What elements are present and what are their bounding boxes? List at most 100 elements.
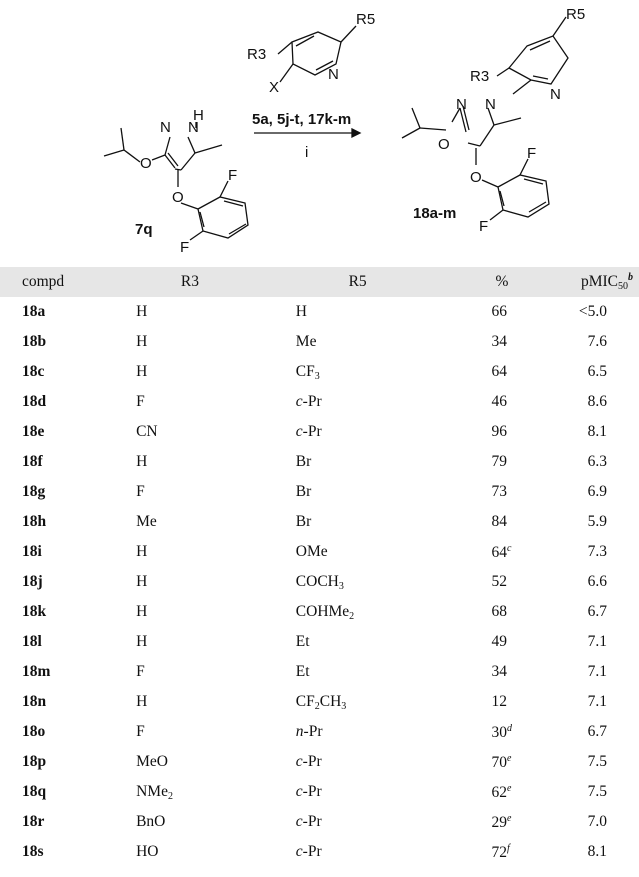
product-f1: F bbox=[527, 145, 536, 162]
cell-compd: 18e bbox=[22, 423, 45, 440]
cell-compd: 18n bbox=[22, 693, 47, 710]
cell-pmic: 6.7 bbox=[587, 603, 607, 620]
cell-compd: 18m bbox=[22, 663, 51, 680]
cell-pmic: 7.6 bbox=[587, 333, 607, 350]
header-compd: compd bbox=[22, 273, 65, 290]
atom-f1: F bbox=[228, 167, 237, 184]
atom-h: H bbox=[193, 107, 204, 124]
cell-r5: Me bbox=[295, 333, 317, 350]
cell-r3: NMe2 bbox=[136, 782, 173, 802]
cell-r5: Et bbox=[295, 633, 310, 650]
reagent-n: N bbox=[328, 66, 339, 83]
atom-f2: F bbox=[180, 239, 189, 256]
product-f2: F bbox=[479, 218, 488, 235]
cell-compd: 18h bbox=[22, 513, 47, 530]
cell-r3: MeO bbox=[136, 753, 168, 770]
cell-r3: H bbox=[136, 633, 148, 650]
cell-yield: 84 bbox=[491, 513, 507, 530]
table-row: 18h Me Br 84 5.9 bbox=[0, 507, 639, 537]
cell-pmic: 7.1 bbox=[587, 663, 607, 680]
cell-pmic: 7.1 bbox=[587, 633, 607, 650]
cell-compd: 18j bbox=[22, 573, 43, 590]
cell-compd: 18p bbox=[22, 753, 47, 770]
atom-o2: O bbox=[172, 189, 184, 206]
cell-r3: BnO bbox=[136, 813, 166, 830]
cell-compd: 18c bbox=[22, 363, 45, 380]
cell-pmic: 5.9 bbox=[587, 513, 607, 530]
cell-r5: n-Pr bbox=[295, 723, 323, 740]
cell-pmic: 6.3 bbox=[587, 453, 607, 470]
cell-r5: c-Pr bbox=[295, 783, 322, 800]
product-o1: O bbox=[438, 136, 450, 153]
cell-yield: 52 bbox=[491, 573, 507, 590]
cell-r3: Me bbox=[136, 513, 157, 530]
reagent-r5: R5 bbox=[356, 11, 375, 28]
reaction-scheme: N N H O O F F 7q R5 R3 N X 5a, 5j-t, 17k… bbox=[103, 6, 585, 256]
cell-pmic: 6.5 bbox=[587, 363, 607, 380]
cell-r3: F bbox=[136, 723, 145, 740]
cell-r3: H bbox=[136, 303, 148, 320]
cell-yield: 49 bbox=[491, 633, 507, 650]
cell-compd: 18k bbox=[22, 603, 47, 620]
cell-pmic: 8.1 bbox=[587, 423, 607, 440]
cell-yield: 46 bbox=[491, 393, 507, 410]
cell-pmic: 7.3 bbox=[587, 543, 607, 560]
cell-r3: F bbox=[136, 393, 145, 410]
cell-r3: H bbox=[136, 603, 148, 620]
header-pmic: pMIC50b bbox=[580, 272, 633, 292]
cell-r5: c-Pr bbox=[295, 423, 322, 440]
cell-yield: 34 bbox=[491, 663, 507, 680]
cell-r5: Br bbox=[295, 513, 312, 530]
cell-compd: 18r bbox=[22, 813, 45, 830]
cell-yield: 68 bbox=[491, 603, 507, 620]
cell-r5: c-Pr bbox=[295, 753, 322, 770]
header-r3: R3 bbox=[180, 273, 199, 290]
product-label: 18a-m bbox=[413, 205, 456, 222]
cell-pmic: 6.9 bbox=[587, 483, 607, 500]
conditions-label: i bbox=[305, 144, 308, 161]
cell-r3: H bbox=[136, 573, 148, 590]
reagent-label: 5a, 5j-t, 17k-m bbox=[252, 111, 351, 128]
product-r5: R5 bbox=[566, 6, 585, 23]
product-o2: O bbox=[470, 169, 482, 186]
cell-r3: F bbox=[136, 483, 145, 500]
cell-r5: CF3 bbox=[295, 362, 320, 382]
cell-r5: c-Pr bbox=[295, 843, 322, 860]
cell-compd: 18q bbox=[22, 783, 47, 800]
reaction-arrow bbox=[254, 127, 362, 139]
atom-n2: N bbox=[188, 119, 199, 136]
cell-yield: 29e bbox=[491, 812, 512, 831]
cell-r5: OMe bbox=[295, 543, 328, 560]
atom-o1: O bbox=[140, 155, 152, 172]
product-n1: N bbox=[456, 96, 467, 113]
cell-yield: 30d bbox=[491, 722, 512, 741]
cell-pmic: 7.1 bbox=[587, 693, 607, 710]
cell-yield: 73 bbox=[491, 483, 507, 500]
product-n-pyr: N bbox=[550, 86, 561, 103]
cell-yield: 12 bbox=[491, 693, 507, 710]
cell-r5: COCH3 bbox=[295, 572, 344, 592]
cell-compd: 18a bbox=[22, 303, 46, 320]
cell-r3: H bbox=[136, 333, 148, 350]
product-r3: R3 bbox=[470, 68, 489, 85]
cell-r3: HO bbox=[136, 843, 159, 860]
cell-yield: 66 bbox=[491, 303, 507, 320]
cell-r3: H bbox=[136, 543, 148, 560]
cell-yield: 64c bbox=[491, 542, 512, 561]
